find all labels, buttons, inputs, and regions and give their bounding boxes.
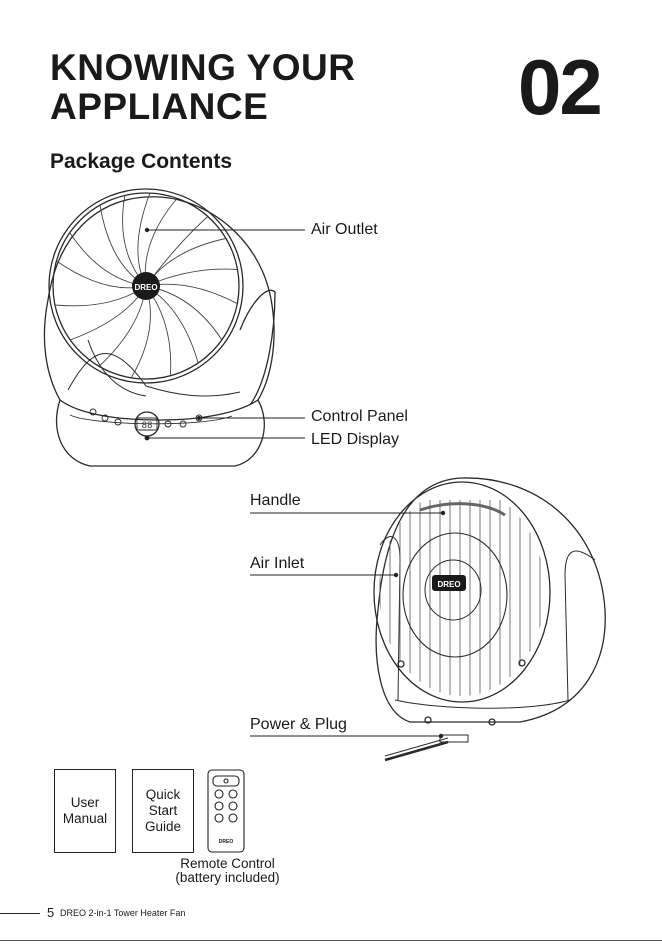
rear-grille-lines — [380, 500, 540, 700]
callout-led-display: LED Display — [311, 431, 399, 449]
led-display-digits: 88 — [142, 421, 153, 431]
callout-control-panel: Control Panel — [311, 408, 408, 426]
quick-start-guide-booklet: Quick Start Guide — [132, 769, 194, 853]
front-view-fan: 88 DREO — [44, 189, 275, 466]
callout-air-inlet: Air Inlet — [250, 555, 304, 573]
rear-shell-outline — [376, 478, 605, 722]
remote-label-1: Remote Control — [165, 857, 290, 871]
user-manual-label-2: Manual — [63, 811, 107, 827]
front-brand-logo: DREO — [134, 283, 157, 292]
remote-brand-logo: DREO — [219, 839, 234, 845]
footer-rule — [0, 913, 40, 914]
callout-power-plug: Power & Plug — [250, 716, 347, 734]
quick-start-label-2: Start — [145, 803, 181, 819]
quick-start-label-1: Quick — [145, 787, 181, 803]
remote-label-2: (battery included) — [165, 871, 290, 885]
user-manual-booklet: User Manual — [54, 769, 116, 853]
callout-handle: Handle — [250, 492, 301, 510]
callout-air-outlet: Air Outlet — [311, 221, 378, 239]
remote-control-caption: Remote Control (battery included) — [165, 857, 290, 885]
rear-view-fan: DREO — [374, 478, 605, 760]
page-number: 5 — [47, 905, 54, 920]
front-right-arm — [240, 290, 275, 405]
footer-product-name: DREO 2-in-1 Tower Heater Fan — [60, 908, 185, 918]
power-cord — [385, 742, 448, 760]
user-manual-label-1: User — [63, 795, 107, 811]
bottom-border — [0, 940, 662, 941]
remote-control: DREO — [208, 770, 244, 852]
rear-brand-logo: DREO — [437, 580, 460, 589]
quick-start-label-3: Guide — [145, 819, 181, 835]
